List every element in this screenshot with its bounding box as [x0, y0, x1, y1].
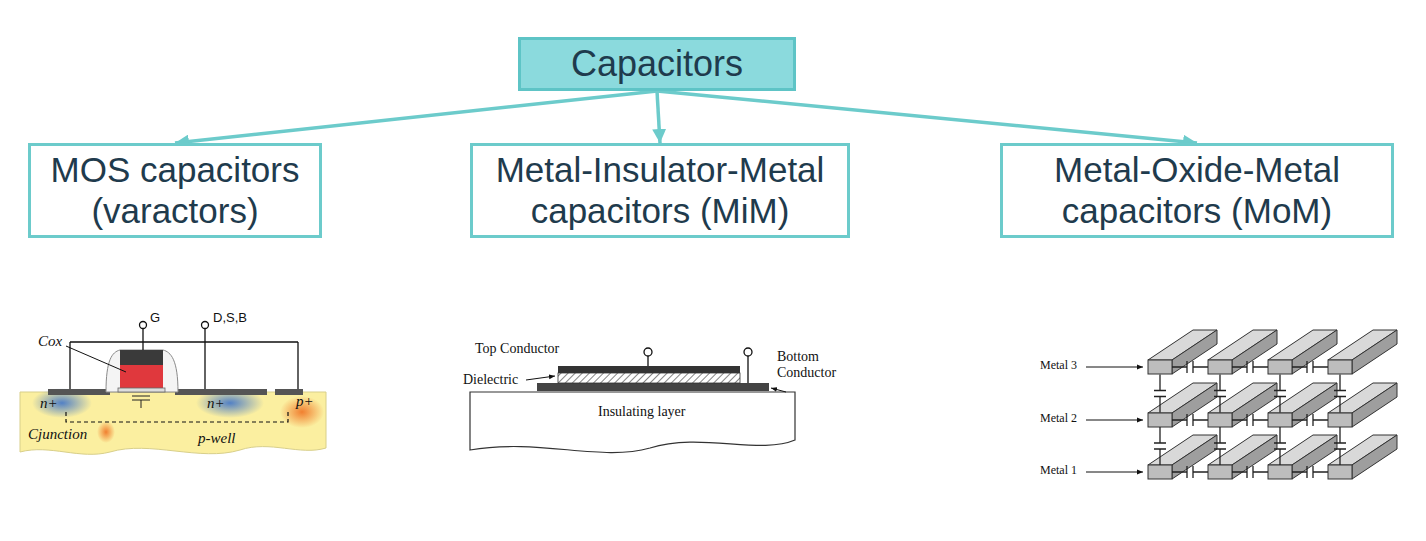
metal-finger — [1328, 435, 1397, 479]
illustration-label: n+ — [207, 395, 225, 412]
capacitor-symbol — [1232, 361, 1268, 373]
gate-oxide — [118, 388, 165, 392]
mos-illustration — [20, 322, 326, 455]
metal-finger — [1208, 383, 1277, 427]
category-box: Metal-Insulator-Metal capacitors (MiM) — [470, 143, 850, 238]
gate-spacer — [106, 350, 178, 392]
metal-finger — [1328, 330, 1397, 374]
metal-finger — [1148, 330, 1217, 374]
illustration-label: Metal 1 — [1040, 464, 1077, 478]
capacitor-symbol — [1292, 466, 1328, 478]
illustration-label: D,S,B — [213, 311, 247, 326]
box-text: MOS capacitors (varactors) — [41, 150, 309, 231]
illustration-label: p+ — [296, 393, 314, 410]
top-conductor — [558, 366, 740, 373]
metal-finger — [1268, 383, 1337, 427]
capacitor-symbol — [1274, 375, 1286, 413]
illustration-label: n+ — [40, 395, 58, 412]
capacitor-symbol — [1214, 375, 1226, 413]
junction-glow — [97, 421, 115, 443]
dsb-terminal — [202, 322, 209, 329]
leader-arrow — [1086, 367, 1143, 368]
box-text: Metal-Oxide-Metal capacitors (MoM) — [1013, 150, 1381, 231]
capacitor-symbol — [1292, 414, 1328, 426]
root-box: Capacitors — [518, 37, 796, 91]
gate-poly — [120, 365, 163, 388]
illustration-label: Metal 2 — [1040, 412, 1077, 426]
metal-finger — [1328, 383, 1397, 427]
terminal-wire — [70, 329, 298, 389]
mim-illustration — [470, 348, 795, 453]
bottom-conductor — [537, 383, 769, 391]
capacitor-symbol — [1172, 466, 1208, 478]
illustration-label: Dielectric — [463, 372, 518, 388]
junction-path — [66, 412, 288, 422]
metal-finger — [1268, 330, 1337, 374]
insulating-layer — [470, 392, 795, 453]
illustration-label: Insulating layer — [598, 404, 685, 420]
dielectric — [558, 373, 740, 383]
capacitor-symbol — [1274, 427, 1286, 465]
metal-finger — [1148, 383, 1217, 427]
terminal-wire — [648, 356, 748, 383]
illustration-label: Top Conductor — [475, 341, 559, 357]
hierarchy-arrow — [657, 91, 660, 143]
terminal — [744, 348, 752, 356]
terminal — [644, 348, 652, 356]
gate-terminal — [140, 322, 147, 329]
illustration-label: Metal 3 — [1040, 359, 1077, 373]
capacitor-symbol — [1232, 466, 1268, 478]
capacitor-symbol — [1334, 427, 1346, 465]
leader-arrow — [526, 376, 555, 380]
leader-arrow — [1086, 472, 1143, 473]
capacitor-symbol — [1292, 361, 1328, 373]
mom-illustration — [1086, 330, 1397, 479]
box-text: Metal-Insulator-Metal capacitors (MiM) — [483, 150, 837, 231]
category-box: Metal-Oxide-Metal capacitors (MoM) — [1000, 143, 1394, 238]
metal-finger — [1208, 435, 1277, 479]
capacitor-symbol — [1334, 375, 1346, 413]
box-text: Capacitors — [571, 43, 743, 84]
gate-wire — [142, 329, 143, 350]
hierarchy-arrow — [657, 91, 1197, 143]
leader-arrow — [771, 388, 786, 392]
capacitor-symbol — [1214, 427, 1226, 465]
illustration-label: p-well — [198, 430, 236, 447]
capacitor-symbol — [1172, 414, 1208, 426]
contact-bar — [175, 389, 267, 395]
illustration-label: Cox — [38, 333, 62, 350]
illustration-label: G — [150, 311, 160, 326]
leader-arrow — [1086, 420, 1143, 421]
metal-finger — [1268, 435, 1337, 479]
leader-line — [66, 346, 126, 372]
capacitor-symbol — [1154, 427, 1166, 465]
illustration-label: Cjunction — [28, 426, 87, 443]
category-box: MOS capacitors (varactors) — [28, 143, 322, 238]
cox-symbol — [132, 396, 150, 408]
metal-finger — [1208, 330, 1277, 374]
metal-finger — [1148, 435, 1217, 479]
capacitor-symbol — [1172, 361, 1208, 373]
capacitor-symbol — [1154, 375, 1166, 413]
capacitor-symbol — [1232, 414, 1268, 426]
contact-bar — [48, 389, 110, 395]
gate-contact — [120, 350, 163, 365]
illustration-label: Bottom Conductor — [777, 349, 853, 381]
hierarchy-arrow — [175, 91, 657, 143]
